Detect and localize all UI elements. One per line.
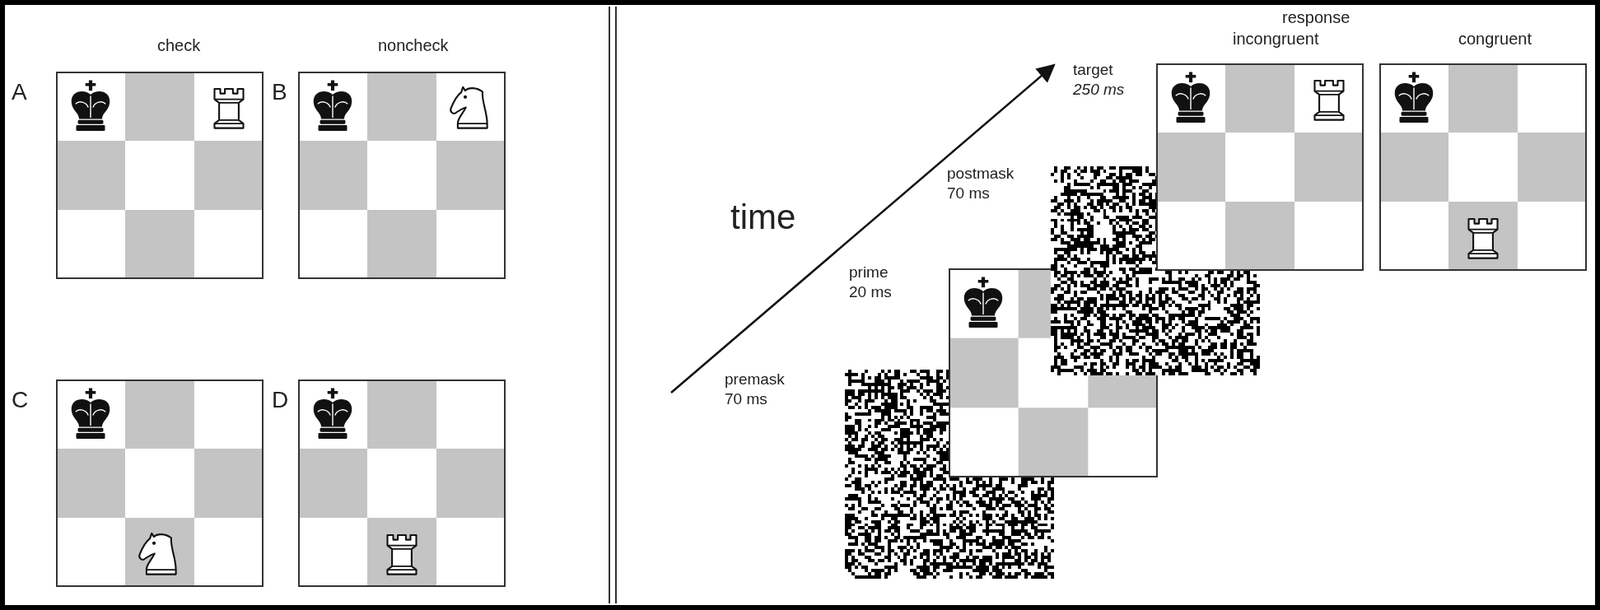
- frame-name: postmask: [946, 164, 1014, 183]
- frame-name: premask: [724, 370, 785, 389]
- frame-duration: 250 ms: [1072, 80, 1125, 99]
- panel-letter: B: [271, 79, 288, 106]
- frame-duration: 20 ms: [848, 283, 892, 302]
- panel-letter: A: [11, 79, 28, 106]
- condition-label: incongruent: [1232, 29, 1320, 49]
- frame-name: target: [1072, 60, 1114, 80]
- frame-name: prime: [848, 263, 889, 282]
- panel-letter: C: [11, 387, 28, 414]
- response-heading: response: [1282, 8, 1350, 28]
- frame-duration: 70 ms: [946, 184, 990, 203]
- axis-label: time: [730, 197, 796, 238]
- frame-duration: 70 ms: [724, 390, 768, 409]
- panel-letter: D: [271, 387, 289, 414]
- condition-label: congruent: [1458, 29, 1532, 49]
- column-heading: noncheck: [377, 36, 449, 56]
- column-heading: check: [157, 36, 201, 56]
